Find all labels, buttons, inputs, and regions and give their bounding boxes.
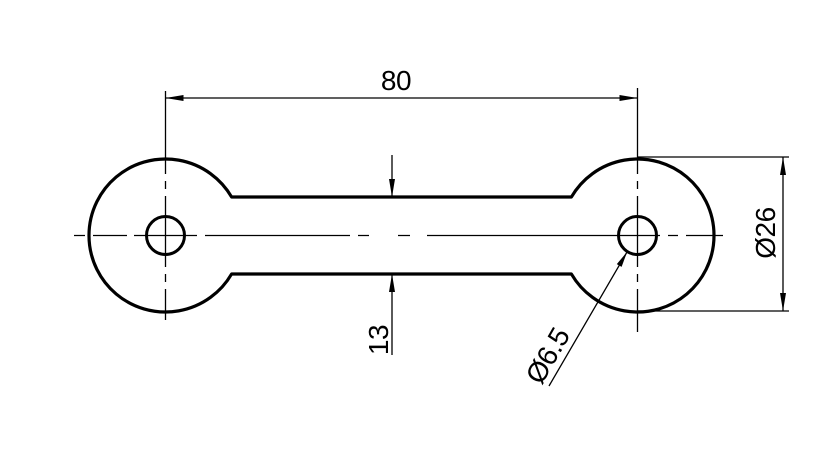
dim-80-label: 80	[381, 65, 411, 96]
dim-13-down-arrow-icon	[389, 179, 395, 197]
part-outline	[87, 157, 716, 314]
dim-65-label: Ø6.5	[520, 323, 576, 389]
dim-13-label: 13	[363, 325, 394, 355]
dim-13-up-arrow-icon	[389, 274, 395, 292]
dim-80-left-arrow-icon	[165, 95, 184, 101]
dim-26-label: Ø26	[750, 207, 781, 258]
dim-80-right-arrow-icon	[619, 95, 638, 101]
dimension-80: 80	[165, 65, 638, 101]
dim-65-leader-line	[548, 251, 628, 387]
dim-26-up-arrow-icon	[780, 157, 786, 175]
dimension-d65: Ø6.5	[520, 251, 628, 389]
dimension-13: 13	[363, 155, 395, 355]
dimension-d26: Ø26	[637, 156, 789, 312]
dim-26-down-arrow-icon	[780, 293, 786, 311]
dim-65-arrow-icon	[616, 251, 628, 267]
